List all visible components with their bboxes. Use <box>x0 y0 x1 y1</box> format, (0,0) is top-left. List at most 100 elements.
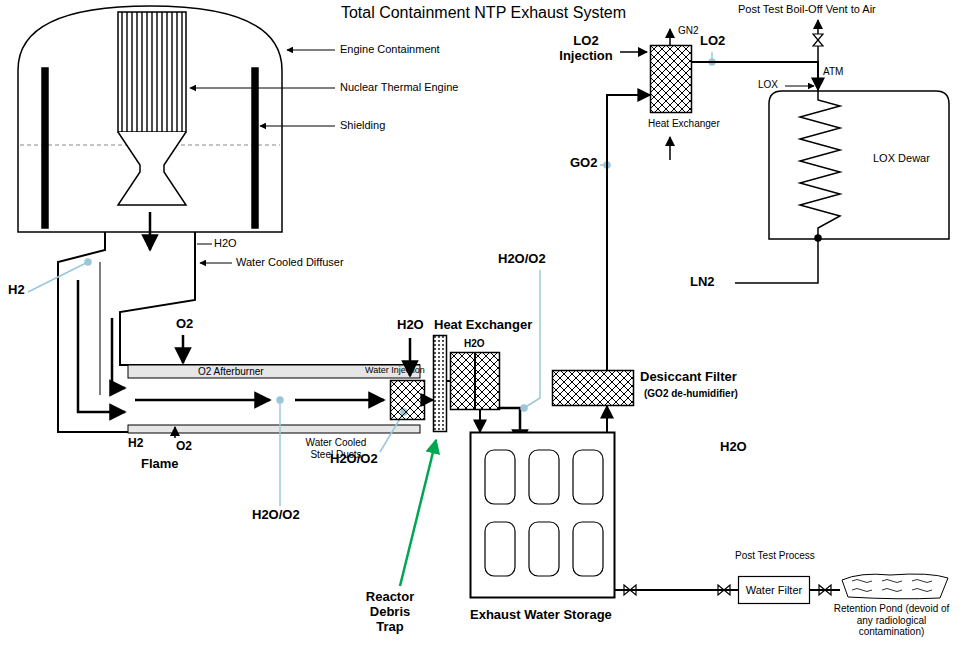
line-art <box>200 263 232 264</box>
line-art <box>182 335 185 363</box>
part-label: GN2 <box>678 25 699 37</box>
part-label: Water Cooled Diffuser <box>236 256 344 269</box>
water-wave <box>852 580 872 583</box>
node-text: Desiccant Filter <box>640 370 737 385</box>
part-label: H2O/O2 <box>252 508 300 523</box>
part-label: H2O/O2 <box>498 252 546 267</box>
hatch-fill <box>391 381 425 420</box>
rect-node: Water Filter <box>738 576 810 604</box>
part-label: O2 <box>176 317 193 332</box>
hatch-node: Water Injection <box>390 380 425 420</box>
node-text: Reactor Debris Trap <box>355 590 425 635</box>
line-art <box>78 280 125 412</box>
hatch-node: Desiccant Filter(GO2 de-humidifier) <box>552 370 634 406</box>
water-wave <box>912 580 932 583</box>
engine-containment <box>18 6 282 232</box>
line-art <box>197 244 212 245</box>
divider <box>474 352 476 410</box>
part-label: H2O <box>397 318 424 333</box>
part-label: Nuclear Thermal Engine <box>340 81 458 94</box>
storage-node: Exhaust Water Storage <box>470 432 615 598</box>
line-art <box>190 88 335 89</box>
ln2-line <box>735 90 840 283</box>
node-text: Water Filter <box>746 584 802 597</box>
flow-connector <box>447 380 450 382</box>
line-art <box>85 259 91 265</box>
node-text: Exhaust Water Storage <box>470 608 612 623</box>
water-wave <box>882 589 902 592</box>
line-art <box>118 12 186 132</box>
part-label: Post Test Boil-Off Vent to Air <box>738 3 876 16</box>
callout-arrows <box>190 50 335 263</box>
part-label: Post Test Process <box>735 550 815 562</box>
line-art <box>135 399 270 402</box>
line-art <box>279 400 281 506</box>
part-label: LOX <box>758 79 778 91</box>
flow-arrows <box>78 20 818 445</box>
edge-label: GO2 <box>570 156 597 171</box>
node-text: H2O <box>464 338 485 350</box>
part-label: H2 <box>128 437 143 451</box>
line-art <box>620 51 647 53</box>
water-wave <box>882 580 902 583</box>
part-label: LN2 <box>690 275 715 290</box>
line-art <box>120 232 420 365</box>
line-art <box>785 86 814 87</box>
node-text: LOX Dewar <box>873 152 930 165</box>
tank-housing <box>471 433 615 598</box>
flow-connector <box>607 95 650 370</box>
flow-connector <box>479 410 481 432</box>
line-art <box>669 29 671 45</box>
line-art <box>521 405 527 411</box>
valve-symbols <box>624 34 831 595</box>
hx2-shape <box>450 352 500 410</box>
node-text: (GO2 de-humidifier) <box>644 388 738 400</box>
trap-node: Reactor Debris Trap <box>433 335 447 432</box>
duct <box>58 232 420 433</box>
line-art <box>42 68 48 228</box>
part-label: O2 Afterburner <box>198 366 264 378</box>
filter-box <box>739 577 810 604</box>
line-art <box>287 50 335 51</box>
hx2-node: Heat ExchangerH2O <box>450 352 500 410</box>
pond-shape <box>840 572 950 600</box>
line-art <box>800 90 840 232</box>
storage-shape <box>470 432 615 598</box>
tank <box>573 522 603 576</box>
node-text: Heat Exchanger <box>648 118 720 130</box>
node-text: Retention Pond (devoid of any radiologic… <box>828 603 955 638</box>
hatch-shape <box>650 45 692 113</box>
line-art <box>149 212 152 250</box>
line-art <box>118 132 186 205</box>
part-label: H2 <box>8 283 25 298</box>
dewar-shape <box>768 90 950 240</box>
tank <box>573 450 603 504</box>
part-label: Shielding <box>340 119 385 132</box>
node-text: Heat Exchanger <box>434 318 532 333</box>
part-label: H2O <box>720 440 747 455</box>
line-art <box>18 6 282 232</box>
flow-connector <box>810 589 840 591</box>
water-wave <box>912 589 932 592</box>
line-art <box>128 425 420 433</box>
line-art <box>524 270 540 408</box>
dewar-body <box>769 91 949 239</box>
line-art <box>58 232 420 432</box>
line-art <box>28 262 88 292</box>
part-label: Flame <box>141 457 179 472</box>
hatch-fill <box>553 371 634 406</box>
hatch-shape <box>552 370 634 406</box>
line-art <box>813 34 823 46</box>
line-art <box>295 399 384 402</box>
part-label: H2O/O2 <box>330 452 378 467</box>
line-art <box>252 68 258 228</box>
line-art <box>277 397 283 403</box>
hatch-fill <box>451 353 500 410</box>
node-text: Water Injection <box>365 365 425 375</box>
tank <box>485 450 515 504</box>
hatch-shape <box>390 380 425 420</box>
flow-connector <box>692 62 818 90</box>
flow-connector <box>606 406 608 432</box>
line-art <box>174 427 176 438</box>
part-label: H2O <box>214 237 237 250</box>
